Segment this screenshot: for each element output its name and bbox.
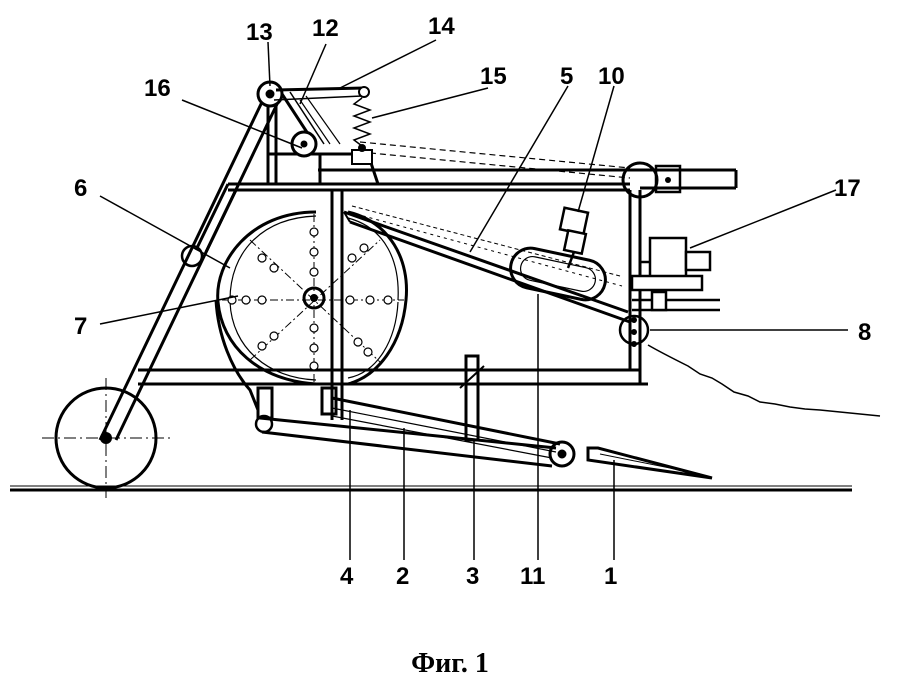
callout-4: 4: [340, 563, 354, 590]
support-post: [459, 354, 485, 442]
callout-labels: 13 12 14 16 15 5 10 6 17 7 8 4 2 3 11 1: [74, 13, 871, 590]
callout-8: 8: [858, 319, 871, 346]
callout-7: 7: [74, 313, 87, 340]
callout-13: 13: [246, 19, 273, 46]
callout-16: 16: [144, 75, 171, 102]
figure-caption: Фиг. 1: [411, 648, 489, 679]
ground-line: [10, 485, 852, 492]
drive-roller: [618, 314, 650, 347]
main-frame: [138, 100, 738, 420]
callout-1: 1: [604, 563, 617, 590]
hitch-joint: [621, 161, 682, 199]
spring: [351, 97, 373, 147]
callout-17: 17: [834, 175, 861, 202]
callout-3: 3: [466, 563, 479, 590]
support-wheel: [42, 378, 170, 498]
separating-drum: [216, 210, 408, 386]
callout-2: 2: [396, 563, 409, 590]
vibrator-block: [558, 206, 590, 269]
callout-14: 14: [428, 13, 455, 40]
bar-conveyor: [254, 396, 576, 468]
callout-12: 12: [312, 15, 339, 42]
callout-5: 5: [560, 63, 573, 90]
inclined-conveyor: [343, 210, 631, 324]
callout-10: 10: [598, 63, 625, 90]
upper-dashed-lines: [359, 141, 631, 179]
callout-6: 6: [74, 175, 87, 202]
callout-15: 15: [480, 63, 507, 90]
drum-guard: [214, 299, 260, 411]
top-linkage: [256, 80, 370, 158]
shaker-unit: [509, 246, 607, 302]
callout-11: 11: [520, 563, 545, 590]
leader-lines: [99, 39, 848, 560]
motor-block: [630, 236, 720, 312]
spring-base: [351, 144, 373, 165]
digging-share: [586, 446, 713, 480]
soil-profile: [647, 344, 881, 417]
